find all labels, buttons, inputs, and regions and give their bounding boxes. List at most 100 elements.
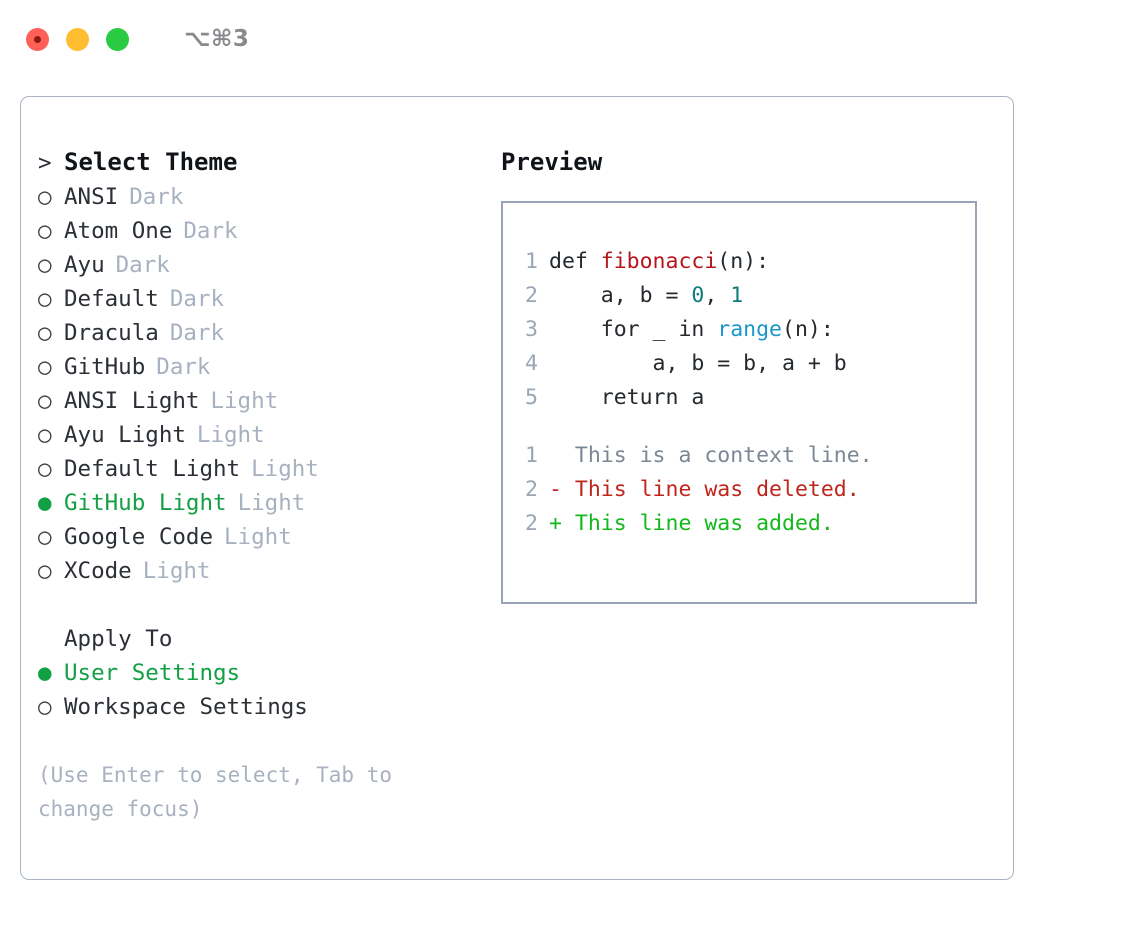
theme-kind-badge: Light <box>251 456 319 482</box>
radio-unselected-icon: ○ <box>38 286 52 312</box>
code-token: fibonacci <box>600 249 718 274</box>
apply-to-item[interactable]: ● User Settings <box>38 656 486 690</box>
diff-text: This line was added. <box>561 511 834 536</box>
select-theme-header: > Select Theme <box>38 145 486 180</box>
radio-unselected-icon: ○ <box>38 456 52 482</box>
keyboard-shortcut-label: ⌥⌘3 <box>184 26 250 52</box>
title-bar: ⌥⌘3 <box>0 0 1140 78</box>
radio-unselected-icon: ○ <box>38 694 52 720</box>
theme-kind-badge: Dark <box>169 286 225 312</box>
minimize-button[interactable] <box>66 27 89 51</box>
radio-unselected-icon: ○ <box>38 218 52 244</box>
radio-selected-icon: ● <box>38 660 52 686</box>
theme-list-item[interactable]: ○ Dracula Dark <box>38 316 486 350</box>
line-number: 3 <box>525 317 538 342</box>
theme-name: ANSI <box>64 184 119 210</box>
zoom-button[interactable] <box>106 27 129 51</box>
apply-to-label: Workspace Settings <box>64 694 308 720</box>
theme-name: ANSI Light <box>64 388 200 414</box>
diff-sign <box>549 439 562 473</box>
code-line: 5 return a <box>503 381 975 415</box>
theme-kind-badge: Light <box>210 388 279 414</box>
code-line: 3 for _ in range(n): <box>503 313 975 347</box>
diff-line: 2- This line was deleted. <box>503 473 975 507</box>
code-token: 1 <box>730 283 744 308</box>
radio-unselected-icon: ○ <box>38 558 52 584</box>
code-line: 2 a, b = 0, 1 <box>503 279 975 313</box>
line-number: 2 <box>525 511 538 536</box>
radio-unselected-icon: ○ <box>38 524 52 550</box>
theme-name: Google Code <box>64 524 214 550</box>
apply-to-header: Apply To <box>64 626 173 652</box>
theme-name: Atom One <box>64 218 173 244</box>
apply-to-list: ● User Settings ○ Workspace Settings <box>38 656 486 724</box>
theme-kind-badge: Light <box>142 558 211 584</box>
code-token: return a <box>549 385 705 410</box>
code-line-content: for _ in range(n): <box>549 313 834 347</box>
theme-kind-badge: Dark <box>156 354 211 380</box>
code-token: 0 <box>691 283 705 308</box>
diff-sample: 1 This is a context line.2- This line wa… <box>503 439 975 541</box>
code-line-content: return a <box>549 381 705 415</box>
window-controls <box>26 27 129 51</box>
code-token: range <box>717 317 783 342</box>
code-line-content: a, b = 0, 1 <box>549 279 743 313</box>
theme-name: Dracula <box>64 320 159 346</box>
diff-text: This line was deleted. <box>561 477 860 502</box>
theme-name: Ayu Light <box>64 422 186 448</box>
code-token: a, b = <box>549 283 692 308</box>
code-token: (n): <box>717 249 770 274</box>
line-number: 2 <box>525 477 538 502</box>
header-caret-icon: > <box>38 150 52 176</box>
code-line-content: a, b = b, a + b <box>549 347 847 381</box>
theme-list-item[interactable]: ○ ANSI Dark <box>38 180 486 214</box>
diff-line: 2 + This line was added. <box>503 507 975 541</box>
apply-to-label: User Settings <box>64 660 241 686</box>
code-line: 4 a, b = b, a + b <box>503 347 975 381</box>
apply-to-item[interactable]: ○ Workspace Settings <box>38 690 486 724</box>
radio-unselected-icon: ○ <box>38 184 52 210</box>
diff-line: 1 This is a context line. <box>503 439 975 473</box>
theme-kind-badge: Dark <box>115 252 170 278</box>
code-token: a, b = b, a + b <box>549 351 847 376</box>
close-button[interactable] <box>26 27 49 51</box>
radio-unselected-icon: ○ <box>38 422 52 448</box>
radio-unselected-icon: ○ <box>38 252 52 278</box>
code-token: for _ in <box>549 317 718 342</box>
theme-kind-badge: Dark <box>169 320 225 346</box>
code-line-content: def fibonacci(n): <box>549 245 769 279</box>
theme-list-item[interactable]: ○ Ayu Dark <box>38 248 486 282</box>
radio-unselected-icon: ○ <box>38 320 52 346</box>
theme-name: Ayu <box>64 252 105 278</box>
theme-list-item[interactable]: ○ Default Light Light <box>38 452 486 486</box>
theme-name: Default Light <box>64 456 241 482</box>
keyboard-hint: (Use Enter to select, Tab to change focu… <box>38 763 393 821</box>
radio-selected-icon: ● <box>38 490 52 516</box>
theme-kind-badge: Dark <box>129 184 184 210</box>
theme-list-item[interactable]: ○ Default Dark <box>38 282 486 316</box>
theme-name: GitHub <box>64 354 146 380</box>
diff-text: This is a context line. <box>561 443 873 468</box>
diff-sign: - <box>549 477 562 502</box>
line-number: 2 <box>525 283 538 308</box>
preview-title: Preview <box>501 148 603 176</box>
theme-name: GitHub Light <box>64 490 227 516</box>
code-token: , <box>704 283 731 308</box>
line-number: 5 <box>525 385 538 410</box>
diff-sign: + <box>549 511 562 536</box>
theme-name: Default <box>64 286 159 312</box>
